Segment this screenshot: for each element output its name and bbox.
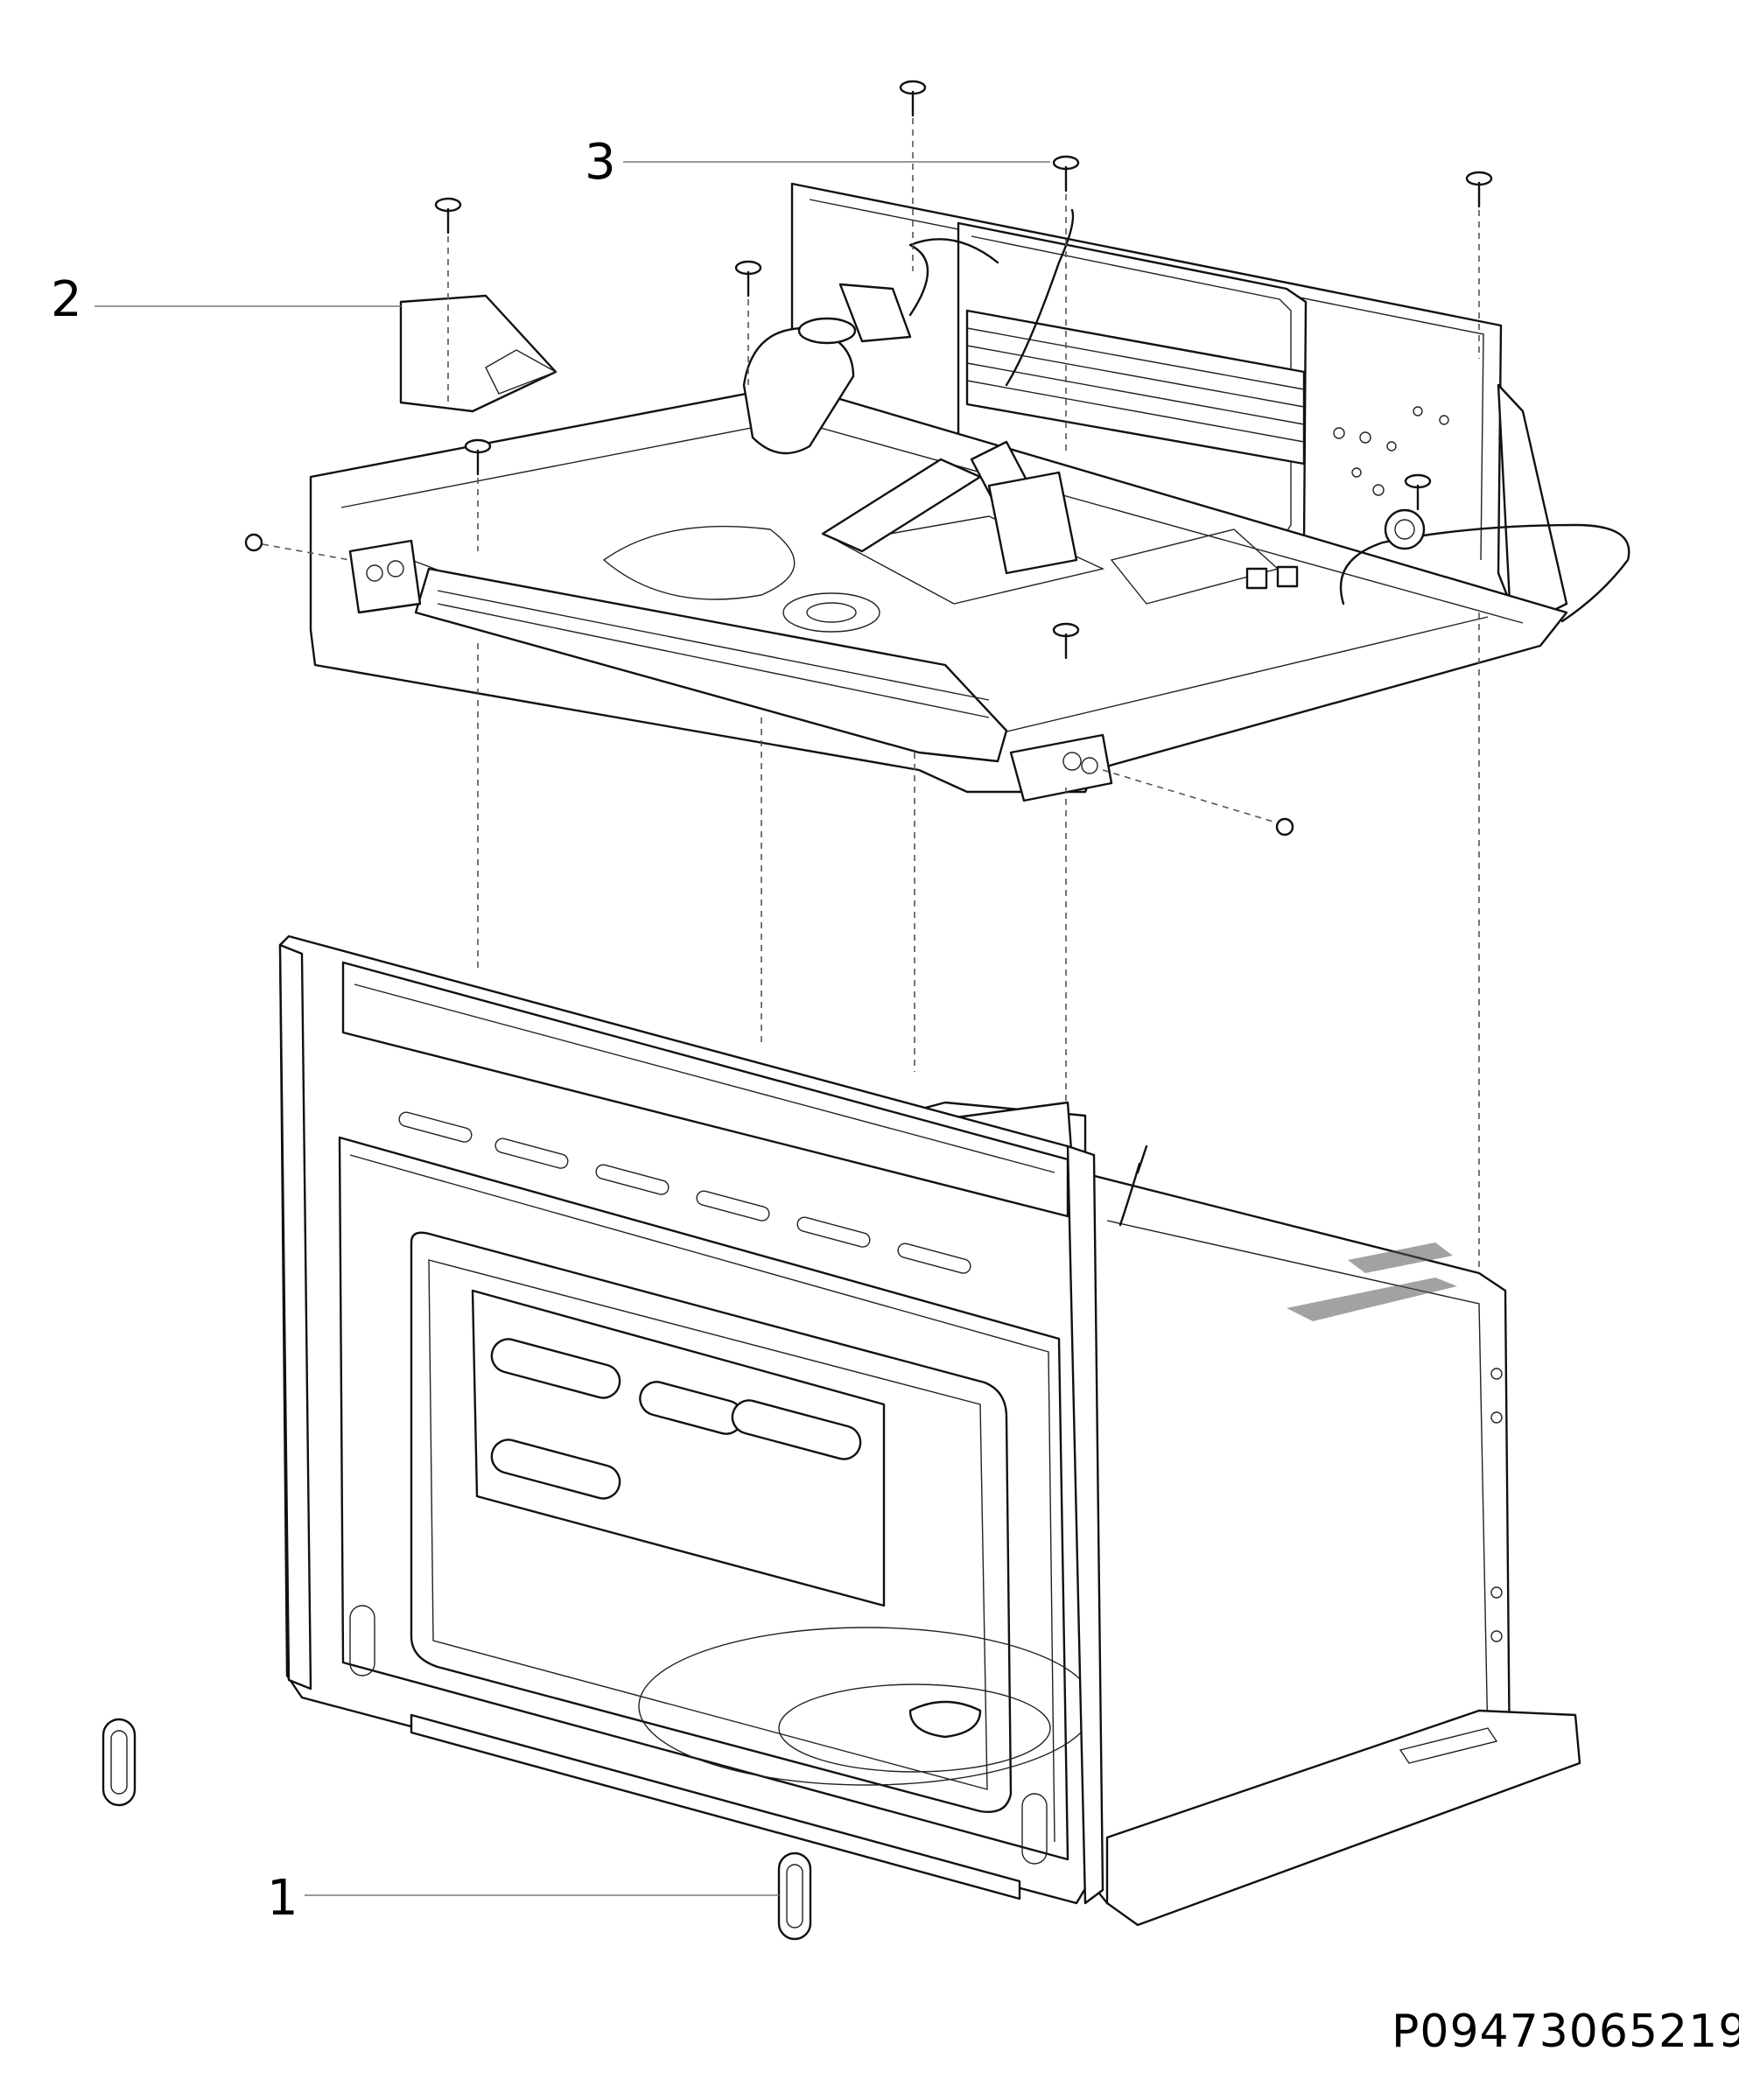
cavity-ribs xyxy=(490,1338,862,1500)
top-frame-assembly xyxy=(309,182,1630,802)
callout-2-label: 2 xyxy=(51,271,82,328)
cover-plate xyxy=(399,294,557,413)
callout-1-label: 1 xyxy=(267,1870,298,1927)
screw-icon xyxy=(244,80,1493,836)
frame-slots xyxy=(398,1111,971,1274)
callout-3-label: 3 xyxy=(585,134,616,191)
grommet-icon xyxy=(102,1718,812,1941)
oven-cavity-assembly xyxy=(278,934,1581,1927)
drawing-code: P09473065219 xyxy=(1392,2006,1739,2058)
